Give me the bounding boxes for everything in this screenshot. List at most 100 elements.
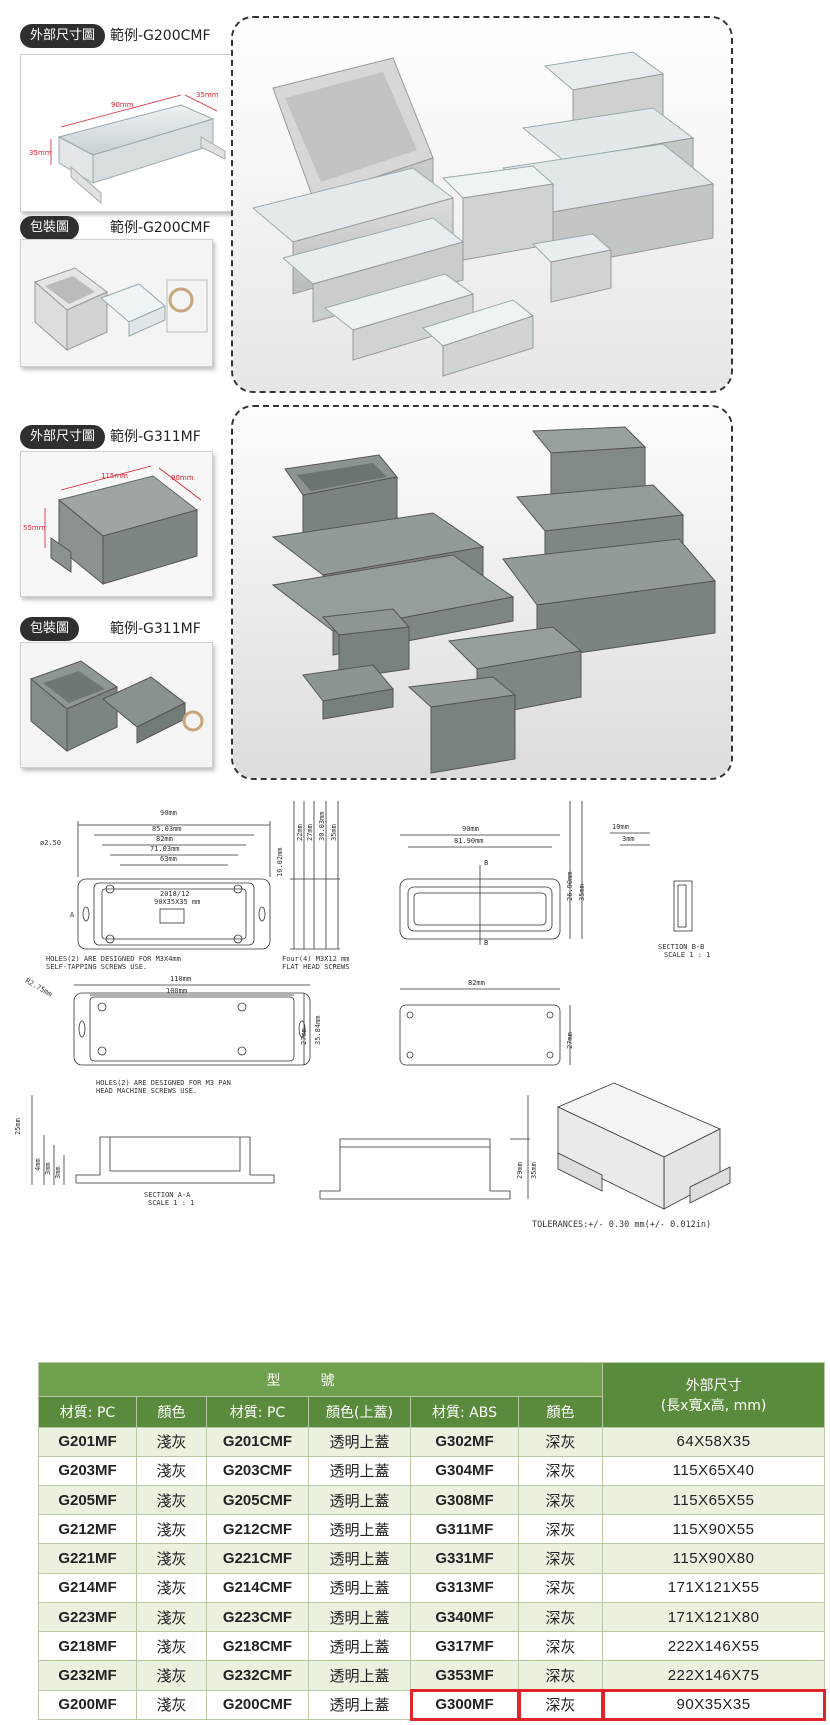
table-cell: G203MF [38,1455,137,1487]
note-holes-1: HOLES(2) ARE DESIGNED FOR M3X4mm [46,955,181,963]
plate-text: 2018/12 [160,890,190,898]
col-header: 材質: PC [206,1396,309,1428]
table-cell: 透明上蓋 [308,1689,411,1721]
table-cell: G331MF [410,1543,519,1574]
dim-top-82: 82mm [156,835,173,843]
table-cell: 透明上蓋 [308,1484,411,1516]
table-cell: G300MF [409,1689,520,1721]
table-cell: 淺灰 [136,1484,207,1516]
col-header: 顏色(上蓋) [308,1396,411,1428]
table-cell: G201CMF [206,1426,309,1457]
table-cell: G212CMF [206,1514,309,1545]
table-cell: G214CMF [206,1572,309,1603]
dim-height: 35mm [29,149,52,157]
dim-top-90: 90mm [160,809,177,817]
example-label: 範例-G200CMF [110,28,211,44]
table-cell: G221CMF [206,1543,309,1574]
label-pill: 包裝圖 [20,216,80,240]
table-cell: G232MF [38,1660,137,1691]
note-holes-2b: HEAD MACHINE SCREWS USE. [96,1087,197,1095]
dim-bb-3: 3mm [622,835,635,843]
table-cell: G308MF [410,1484,519,1516]
table-cell: G205CMF [206,1484,309,1516]
section-marker-b-bottom: B [484,939,488,947]
dim-height: 55mm [23,524,46,532]
table-cell: G214MF [38,1572,137,1603]
dim-bb-10: 10mm [612,823,629,831]
table-cell: 深灰 [517,1689,604,1721]
dim-base-35: 35.84mm [314,1015,322,1045]
table-cell: G311MF [410,1514,519,1545]
dim-base-110: 110mm [170,975,191,983]
table-cell: G203CMF [206,1455,309,1487]
table-cell: G302MF [410,1426,519,1457]
dim-base-100: 100mm [166,987,187,995]
dim-bottom-82: 82mm [468,979,485,987]
example-label: 範例-G200CMF [110,220,211,236]
col-header: 顏色 [136,1396,207,1428]
table-cell: 171X121X55 [602,1572,826,1603]
table-cell: G223CMF [206,1601,309,1633]
table-cell: 透明上蓋 [308,1572,411,1603]
dim-side-35: 35mm [330,824,338,841]
dim-a-4: 4mm [34,1158,42,1171]
dim-side-16: 16.02mm [276,847,284,877]
table-cell: G304MF [410,1455,519,1487]
section-aa-title: SECTION A-A [144,1191,191,1199]
table-cell: 透明上蓋 [308,1631,411,1662]
dim-top-71: 71.03mm [150,845,180,853]
dim-c-35: 35mm [530,1162,538,1179]
table-cell: G200CMF [206,1689,309,1721]
table-cell: G313MF [410,1572,519,1603]
label-pill: 包裝圖 [20,617,80,641]
dim-c-29: 29mm [516,1162,524,1179]
dim-a-3b: 3mm [54,1166,62,1179]
label-pill: 外部尺寸圖 [20,425,106,449]
dim-length: 115mm [101,472,128,480]
table-cell: 90X35X35 [601,1689,826,1721]
section-bb-title: SECTION B-B [658,943,704,951]
table-cell: 淺灰 [136,1631,207,1662]
dim-top-85: 85.03mm [152,825,182,833]
table-cell: 深灰 [517,1601,604,1633]
technical-drawing: 90mm 85.03mm 82mm 71.03mm 63mm ø2.50 16.… [10,795,820,1235]
dim-lid-35: 35mm [578,884,586,901]
table-cell: 115X65X55 [602,1484,826,1516]
packing-thumbnail [20,642,213,768]
table-cell: 透明上蓋 [308,1514,411,1545]
table-cell: 淺灰 [136,1660,207,1691]
table-cell: 透明上蓋 [308,1601,411,1633]
table-cell: 深灰 [517,1660,604,1691]
table-cell: 淺灰 [136,1572,207,1603]
dim-top-63: 63mm [160,855,177,863]
group-header: 型號 [37,1361,604,1398]
dim-side-27: 27mm [306,824,314,841]
table-cell: G200MF [38,1689,137,1721]
table-cell: 115X90X55 [602,1514,826,1545]
dim-width: 35mm [196,91,219,99]
table-cell: 171X121X80 [602,1601,826,1633]
dim-lid-81: 81.90mm [454,837,484,845]
dim-lid-90: 90mm [462,825,479,833]
table-cell: 222X146X55 [602,1631,826,1662]
table-cell: 115X90X80 [602,1543,826,1574]
size-header-title: 外部尺寸 [685,1377,742,1394]
table-cell: G218MF [38,1631,137,1662]
dimension-thumbnail: 90mm 35mm 35mm [20,54,233,212]
table-cell: 淺灰 [136,1514,207,1545]
col-header: 材質: PC [38,1396,137,1428]
dim-diameter: ø2.50 [40,839,61,847]
table-cell: 淺灰 [136,1426,207,1457]
table-cell: G205MF [38,1484,137,1516]
size-header: 外部尺寸 (長x寬x高, mm) [602,1362,826,1428]
note-holes-1b: SELF-TAPPING SCREWS USE. [46,963,147,971]
section-marker-b-top: B [484,859,488,867]
table-cell: 淺灰 [136,1689,207,1721]
